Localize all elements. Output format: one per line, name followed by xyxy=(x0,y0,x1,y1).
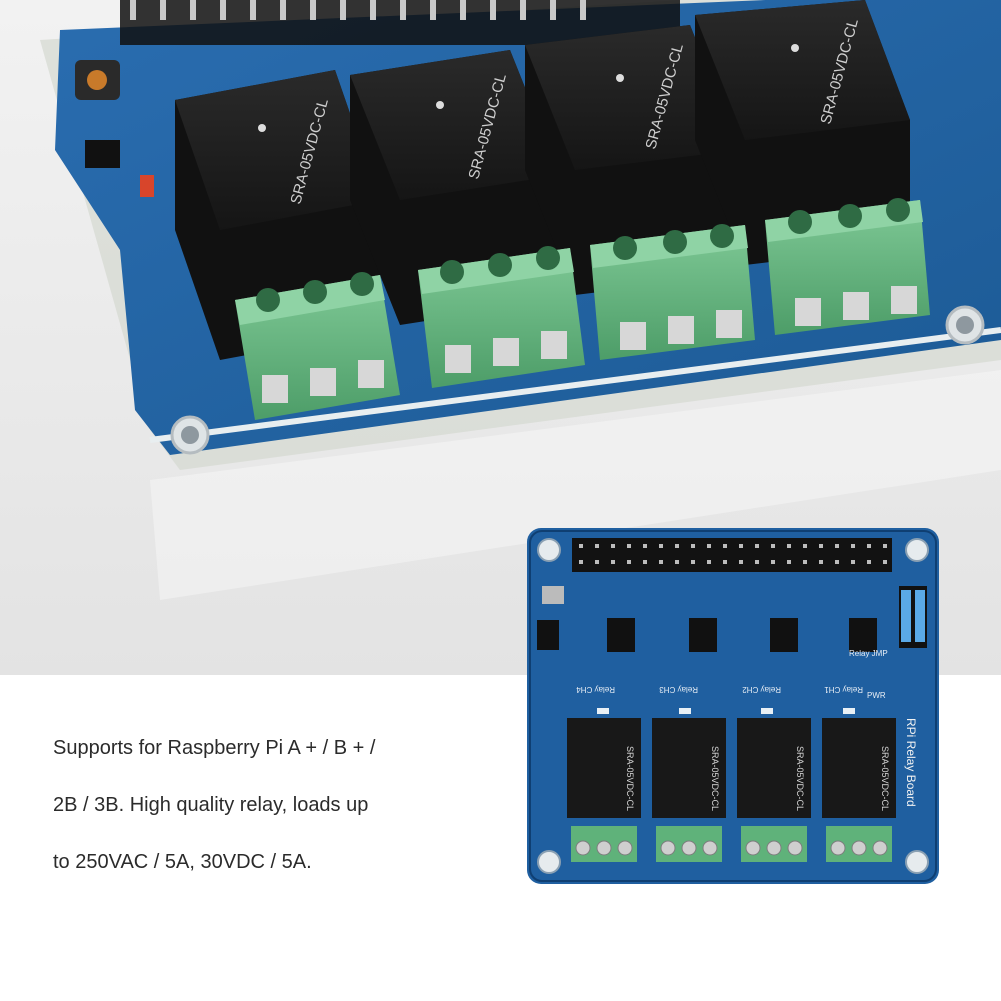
chip xyxy=(85,140,120,168)
board-relay-4-label: SRA-05VDC-CL xyxy=(625,746,635,811)
relay-3: SRA-05VDC-CL xyxy=(525,25,740,295)
transistor xyxy=(537,620,559,650)
board-title: RPi Relay Board xyxy=(904,718,918,807)
terminal-block-2 xyxy=(418,246,585,388)
board-terminal-blocks xyxy=(571,826,892,862)
relay-4: SRA-05VDC-CL xyxy=(695,0,910,265)
board-relay-3-label: SRA-05VDC-CL xyxy=(710,746,720,811)
relay-2: SRA-05VDC-CL xyxy=(350,50,560,325)
gpio-header-pins xyxy=(120,0,680,45)
relay-closeup-photo: SRA-05VDC-CL SRA-05VDC-CL SRA-05VDC-CL S… xyxy=(0,0,1001,675)
board-relay-1-label: SRA-05VDC-CL xyxy=(880,746,890,811)
description-line-1: Supports for Raspberry Pi A + / B + / xyxy=(53,737,376,759)
relay-board-illustration: Relay JMP PWR Relay CH4 Relay CH3 Relay … xyxy=(527,528,939,884)
terminal-block-4 xyxy=(765,198,930,335)
board-relay-2-label: SRA-05VDC-CL xyxy=(795,746,805,811)
relay-jumper xyxy=(899,586,927,648)
channel-label-3: Relay CH3 xyxy=(659,685,698,694)
description-line-3: to 250VAC / 5A, 30VDC / 5A. xyxy=(53,851,312,873)
channel-label-4: Relay CH4 xyxy=(576,685,615,694)
relay-board-photo: Relay JMP PWR Relay CH4 Relay CH3 Relay … xyxy=(527,528,939,884)
channel-label-2: Relay CH2 xyxy=(742,685,781,694)
gpio-header xyxy=(572,538,892,572)
terminal-block-3 xyxy=(590,224,755,360)
relay-blocks xyxy=(567,718,896,818)
relay-closeup-illustration: SRA-05VDC-CL SRA-05VDC-CL SRA-05VDC-CL S… xyxy=(40,0,1001,470)
optocouplers xyxy=(607,618,877,652)
terminal-block-1 xyxy=(235,272,400,420)
description-line-2: 2B / 3B. High quality relay, loads up xyxy=(53,794,369,816)
power-label: PWR xyxy=(867,691,886,700)
jumper-label: Relay JMP xyxy=(849,649,888,658)
channel-label-1: Relay CH1 xyxy=(824,685,863,694)
